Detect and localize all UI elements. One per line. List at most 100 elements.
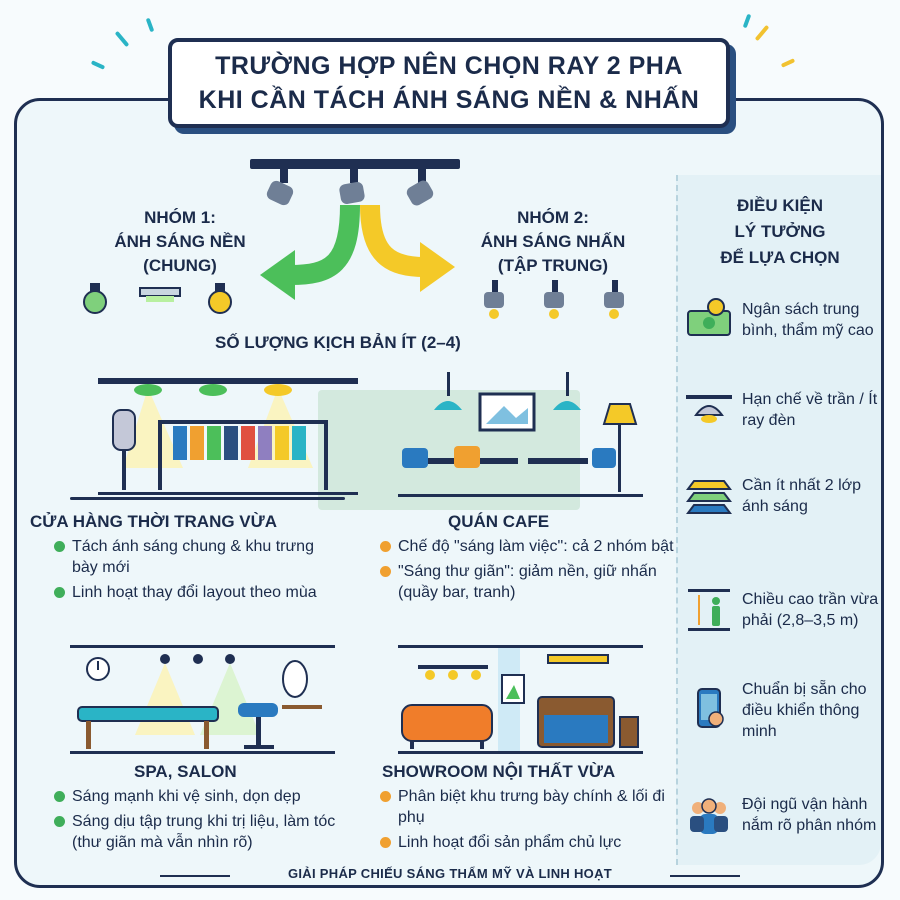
picture-frame-icon [501, 674, 525, 704]
spotlight-icon [406, 169, 434, 206]
case-4-bullets: Phân biệt khu trưng bày chính & lối đi p… [378, 786, 676, 857]
group-2-subtitle: (TẬP TRUNG) [497, 256, 609, 275]
spa-salon-illustration [70, 645, 335, 754]
list-item: Linh hoạt thay đổi layout theo mùa [52, 582, 342, 603]
list-item: Linh hoạt đổi sản phẩm chủ lực [378, 832, 676, 853]
condition-text: Ngân sách trung bình, thẩm mỹ cao [742, 301, 874, 339]
condition-item: Đội ngũ vận hành nắm rõ phân nhóm [686, 770, 881, 860]
group-1-label: NHÓM 1: [144, 208, 216, 227]
condition-text: Cần ít nhất 2 lớp ánh sáng [742, 477, 862, 515]
bullet-dot [380, 791, 391, 802]
bullet-text: Linh hoạt thay đổi layout theo mùa [72, 584, 317, 601]
group-2-label: NHÓM 2: [517, 208, 589, 227]
bullet-text: Phân biệt khu trưng bày chính & lối đi p… [398, 788, 665, 826]
salon-chair-icon [238, 703, 278, 749]
list-item: Sáng mạnh khi vệ sinh, dọn dẹp [52, 786, 357, 807]
condition-item: Hạn chế về trần / Ít ray đèn [686, 370, 881, 450]
mirror-icon [282, 660, 322, 709]
bulb-icon [83, 283, 107, 314]
mannequin-icon [112, 409, 136, 490]
conditions-heading-line-3: ĐỂ LỰA CHỌN [720, 248, 840, 267]
scenario-count-label: SỐ LƯỢNG KỊCH BẢN ÍT (2–4) [215, 333, 461, 352]
bullet-text: Tách ánh sáng chung & khu trưng bày mới [72, 538, 314, 576]
nightstand-icon [619, 716, 639, 748]
footer-tagline: GIẢI PHÁP CHIẾU SÁNG THẨM MỸ VÀ LINH HOẠ… [287, 866, 613, 881]
case-2-title: QUÁN CAFE [448, 512, 550, 531]
condition-item: Ngân sách trung bình, thẩm mỹ cao [686, 280, 881, 360]
group-1-title: ÁNH SÁNG NỀN [114, 232, 246, 251]
showroom-illustration [398, 645, 643, 754]
conditions-panel [676, 175, 881, 865]
burst-decoration [742, 13, 752, 29]
list-item: "Sáng thư giãn": giảm nền, giữ nhấn (quầ… [378, 561, 676, 603]
bed-icon [537, 696, 615, 748]
money-icon [687, 298, 731, 336]
list-item: Tách ánh sáng chung & khu trưng bày mới [52, 536, 342, 578]
bullet-text: Chế độ "sáng làm việc": cả 2 nhóm bật [398, 538, 674, 555]
condition-item: Cần ít nhất 2 lớp ánh sáng [686, 456, 881, 536]
ceiling-lamp-icon [686, 395, 732, 423]
case-4-title: SHOWROOM NỘI THẤT VỪA [382, 762, 616, 781]
group-2-heading: NHÓM 2: ÁNH SÁNG NHẤN (TẬP TRUNG) [468, 206, 638, 278]
bullet-text: "Sáng thư giãn": giảm nền, giữ nhấn (quầ… [398, 563, 657, 601]
condition-item: Chiều cao trần vừa phải (2,8–3,5 m) [686, 560, 881, 660]
case-2-bullets: Chế độ "sáng làm việc": cả 2 nhóm bật "S… [378, 536, 676, 607]
ceiling-height-icon [688, 589, 730, 631]
accent-lights-illustration [484, 280, 624, 319]
group-1-heading: NHÓM 1: ÁNH SÁNG NỀN (CHUNG) [90, 206, 270, 278]
condition-text: Đội ngũ vận hành nắm rõ phân nhóm [742, 796, 877, 834]
burst-decoration [145, 17, 155, 33]
footer-rule [160, 875, 230, 877]
cafe-illustration [398, 372, 643, 497]
team-icon [690, 798, 728, 834]
case-3-bullets: Sáng mạnh khi vệ sinh, dọn dẹp Sáng dịu … [52, 786, 357, 857]
spotlight-icon [266, 169, 294, 206]
bullet-text: Sáng dịu tập trung khi trị liệu, làm tóc… [72, 813, 336, 851]
case-1-bullets: Tách ánh sáng chung & khu trưng bày mới … [52, 536, 342, 607]
condition-text: Hạn chế về trần / Ít ray đèn [742, 391, 878, 429]
bullet-text: Linh hoạt đổi sản phẩm chủ lực [398, 834, 622, 851]
condition-item: Chuẩn bị sẵn cho điều khiển thông minh [686, 665, 881, 755]
bullet-dot [380, 837, 391, 848]
smartphone-icon [697, 688, 724, 728]
ceiling-lamp-icon [139, 287, 181, 302]
bulb-icon [208, 283, 232, 314]
spotlight-icon [339, 169, 365, 204]
burst-decoration [114, 30, 130, 48]
sofa-icon [401, 704, 493, 749]
layers-icon [686, 480, 732, 514]
burst-decoration [780, 58, 796, 68]
bullet-dot [54, 791, 65, 802]
case-3-title: SPA, SALON [134, 762, 237, 781]
footer-rule [670, 875, 740, 877]
bullet-dot [54, 541, 65, 552]
case-1-title: CỬA HÀNG THỜI TRANG VỪA [30, 512, 278, 531]
bullet-dot [380, 541, 391, 552]
fashion-store-illustration [98, 378, 358, 495]
group-1-subtitle: (CHUNG) [143, 256, 217, 275]
bullet-dot [380, 566, 391, 577]
title-banner: TRƯỜNG HỢP NÊN CHỌN RAY 2 PHA KHI CẦN TÁ… [168, 38, 730, 128]
pendant-lamp-icon [434, 372, 462, 410]
burst-decoration [754, 24, 770, 42]
clock-icon [86, 657, 110, 681]
bullet-text: Sáng mạnh khi vệ sinh, dọn dẹp [72, 788, 301, 805]
bullet-dot [54, 816, 65, 827]
title-line-2: KHI CẦN TÁCH ÁNH SÁNG NỀN & NHẤN [198, 86, 700, 114]
spotlight-icon [544, 280, 564, 319]
conditions-heading: ĐIỀU KIỆN LÝ TƯỞNG ĐỂ LỰA CHỌN [695, 193, 865, 271]
track-light-split-illustration [250, 159, 460, 300]
spotlight-icon [604, 280, 624, 319]
condition-text: Chuẩn bị sẵn cho điều khiển thông minh [742, 680, 867, 740]
pendant-lamp-icon [553, 372, 581, 410]
burst-decoration [90, 60, 106, 70]
title-line-1: TRƯỜNG HỢP NÊN CHỌN RAY 2 PHA [215, 52, 683, 80]
group-2-title: ÁNH SÁNG NHẤN [480, 232, 626, 251]
floor-lamp-icon [602, 403, 638, 492]
conditions-heading-line-2: LÝ TƯỞNG [734, 222, 826, 241]
conditions-heading-line-1: ĐIỀU KIỆN [737, 196, 823, 215]
bullet-dot [54, 587, 65, 598]
condition-text: Chiều cao trần vừa phải (2,8–3,5 m) [742, 591, 879, 629]
ambient-lights-illustration [83, 283, 232, 314]
track-light-icon [418, 665, 488, 680]
